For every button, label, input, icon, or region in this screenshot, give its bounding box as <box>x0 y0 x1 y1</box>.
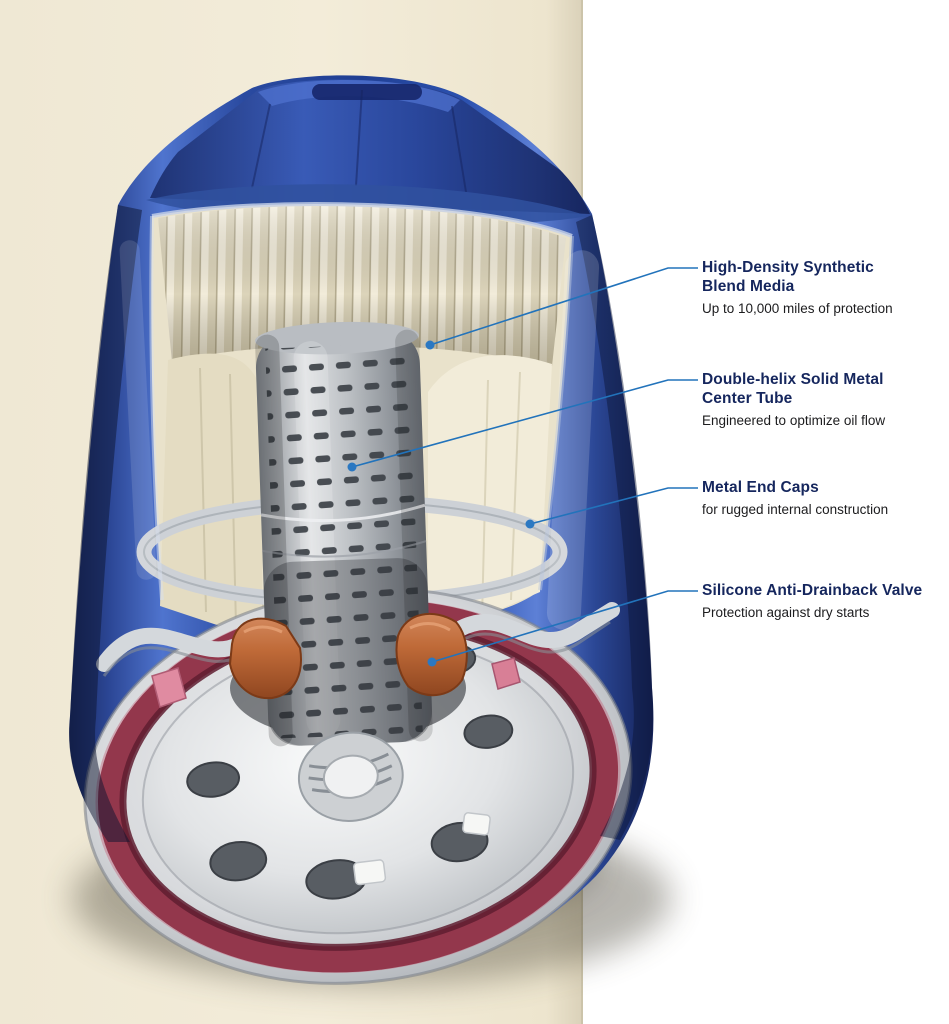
callout-center-tube: Double-helix Solid Metal Center Tube Eng… <box>702 370 942 429</box>
callout-end-caps-subtitle: for rugged internal construction <box>702 502 889 517</box>
callout-valve-title: Silicone Anti-Drainback Valve <box>702 582 923 599</box>
leader-line-end-caps <box>529 487 698 525</box>
callout-anchor-dots <box>347 340 535 667</box>
callout-valve-subtitle: Protection against dry starts <box>702 605 870 620</box>
callout-media-subtitle: Up to 10,000 miles of protection <box>702 301 893 316</box>
callout-leader-lines <box>351 267 698 663</box>
leader-line-media <box>429 267 698 346</box>
callout-media: High-Density Synthetic Blend Media Up to… <box>702 258 942 317</box>
callout-center-tube-subtitle: Engineered to optimize oil flow <box>702 413 886 428</box>
anchor-dot-end-caps <box>525 519 535 529</box>
anchor-dot-valve <box>427 657 437 667</box>
callout-anti-drainback-valve: Silicone Anti-Drainback Valve Protection… <box>702 581 942 621</box>
callout-end-caps: Metal End Caps for rugged internal const… <box>702 478 942 518</box>
anchor-dot-media <box>425 340 435 350</box>
callout-center-tube-title: Double-helix Solid Metal Center Tube <box>702 371 884 407</box>
callout-media-title: High-Density Synthetic Blend Media <box>702 259 874 295</box>
leader-line-center-tube <box>351 379 698 468</box>
oil-filter-body <box>69 75 654 985</box>
callout-end-caps-title: Metal End Caps <box>702 479 819 496</box>
anchor-dot-center-tube <box>347 462 357 472</box>
leader-line-valve <box>431 590 698 663</box>
